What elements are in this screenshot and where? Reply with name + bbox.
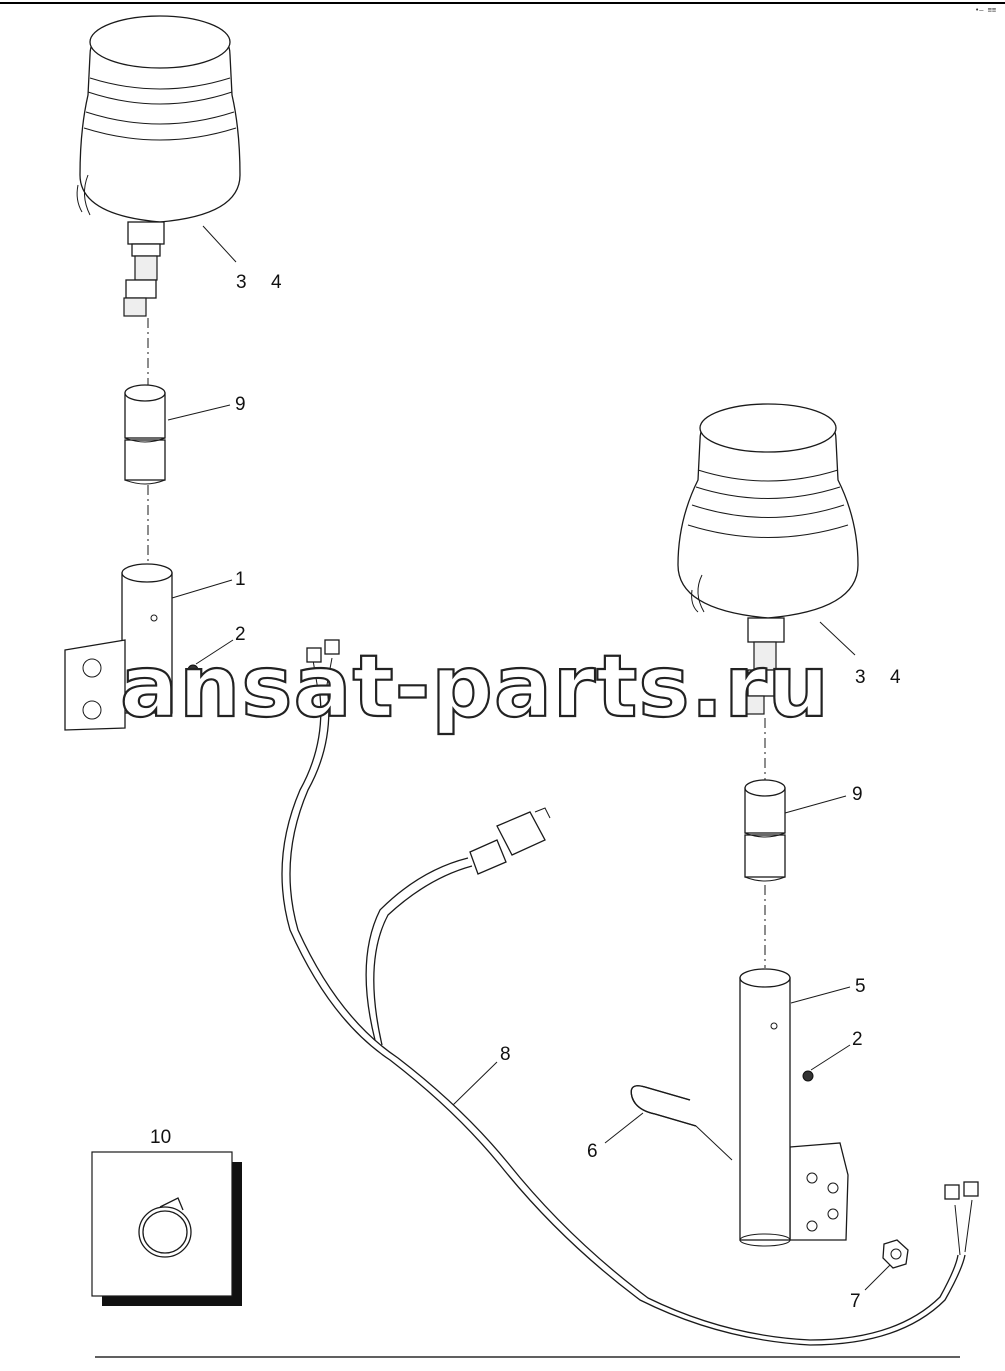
coupler-right (744, 779, 786, 882)
callout-9-right: 9 (852, 784, 863, 805)
callout-8: 8 (500, 1044, 511, 1065)
post-right (739, 968, 849, 1247)
callout-5: 5 (855, 976, 866, 997)
callout-1: 1 (235, 569, 246, 590)
callout-3-left: 3 (236, 272, 247, 293)
beacon-right (677, 403, 859, 715)
callout-10: 10 (150, 1127, 171, 1148)
corner-mark: •— ≡≡ (975, 6, 996, 14)
nut (882, 1239, 909, 1269)
callout-2-right: 2 (852, 1029, 863, 1050)
callout-3-right: 3 (855, 667, 866, 688)
setscrew-right (802, 1070, 814, 1082)
callout-4-right: 4 (890, 667, 901, 688)
setscrew-left (187, 664, 199, 676)
callout-7: 7 (850, 1291, 861, 1312)
bracket-left (64, 563, 173, 731)
coupler-left (124, 384, 166, 485)
u-bolt (630, 1085, 733, 1161)
callout-9-left: 9 (235, 394, 246, 415)
callout-6: 6 (587, 1141, 598, 1162)
cable-tie-inset (91, 1151, 242, 1306)
beacon-left (76, 15, 241, 317)
callout-2-left: 2 (235, 624, 246, 645)
watermark: ansat-parts.ru (120, 637, 830, 737)
callout-4-left: 4 (271, 272, 282, 293)
leader-lines (167, 225, 891, 1291)
wire-harness (281, 639, 979, 1346)
